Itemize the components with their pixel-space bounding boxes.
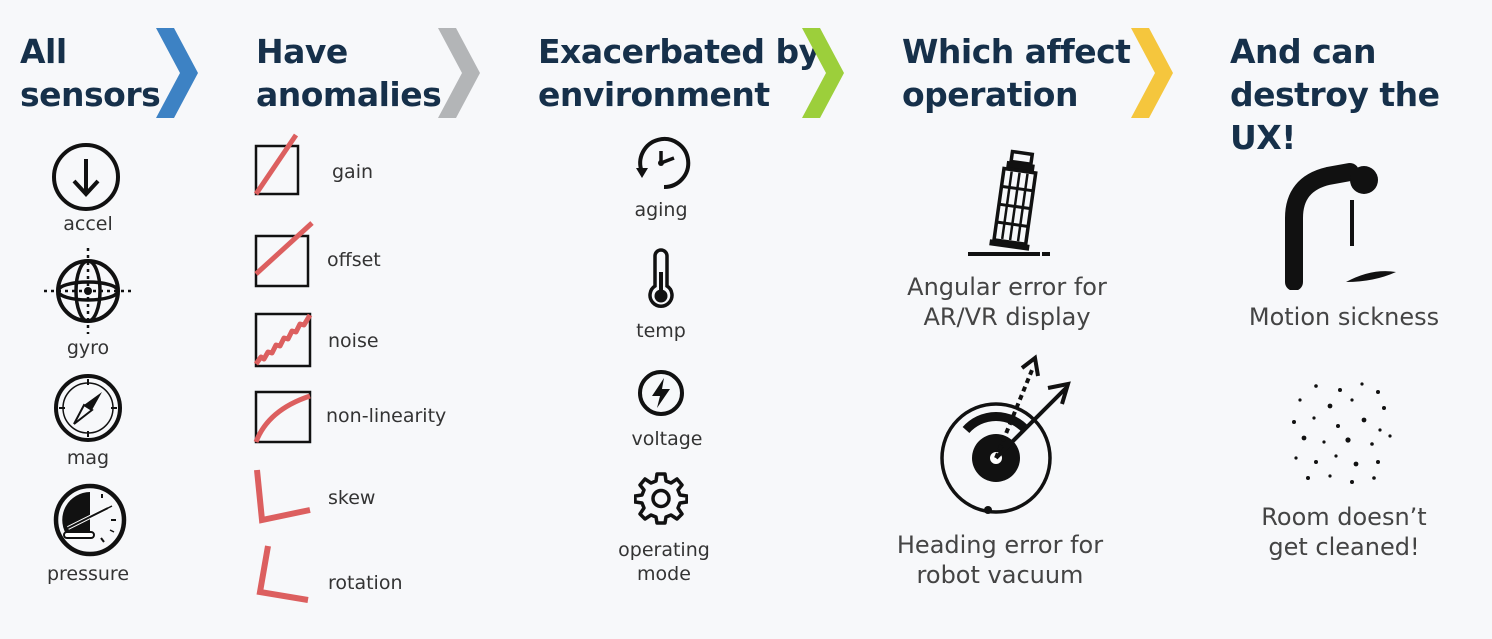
step-5-title: And can destroy the UX! xyxy=(1230,32,1440,157)
environment-label-operating-mode: operating mode xyxy=(618,539,710,585)
operation-label-angular-error: Angular error for AR/VR display xyxy=(907,273,1107,331)
gyroscope-icon xyxy=(44,248,132,334)
sensor-label-pressure: pressure xyxy=(46,563,130,585)
robot-vacuum-icon xyxy=(940,354,1071,514)
offset-graph-icon xyxy=(254,221,314,288)
rotation-axes-icon xyxy=(256,545,309,603)
clock-cycle-icon xyxy=(636,137,691,190)
anomaly-label-gain: gain xyxy=(332,161,374,183)
step-4-title: Which affect operation xyxy=(902,32,1131,114)
operation-label-heading-error: Heading error for robot vacuum xyxy=(896,531,1104,589)
leaning-tower-icon xyxy=(968,149,1050,256)
environment-label-aging: aging xyxy=(634,199,688,221)
step-1-chevron-icon xyxy=(156,28,198,118)
anomaly-label-non-linearity: non-linearity xyxy=(326,405,447,427)
environment-label-temp: temp xyxy=(636,320,686,342)
step-3-title: Exacerbated by environment xyxy=(538,32,820,114)
anomaly-label-rotation: rotation xyxy=(328,572,403,594)
sick-person-icon xyxy=(1285,163,1396,290)
sensor-label-accel: accel xyxy=(63,213,113,235)
down-arrow-circle-icon xyxy=(52,143,120,211)
sensor-label-gyro: gyro xyxy=(66,337,110,359)
anomaly-label-skew: skew xyxy=(328,487,376,509)
ux-label-motion-sickness: Motion sickness xyxy=(1248,303,1440,331)
gear-icon xyxy=(634,472,688,525)
thermometer-icon xyxy=(648,248,674,308)
step-1-title: All sensors xyxy=(20,32,161,114)
step-3-chevron-icon xyxy=(802,28,844,118)
nonlinearity-graph-icon xyxy=(253,390,312,444)
step-2-title: Have anomalies xyxy=(256,32,442,114)
compass-icon xyxy=(54,374,122,442)
lightning-circle-icon xyxy=(638,370,684,416)
ux-label-room-not-cleaned: Room doesn’t get cleaned! xyxy=(1261,503,1427,561)
step-2-chevron-icon xyxy=(438,28,480,118)
anomaly-label-noise: noise xyxy=(328,330,379,352)
noise-graph-icon xyxy=(253,312,313,368)
pressure-gauge-icon xyxy=(53,483,127,557)
sensor-label-mag: mag xyxy=(66,447,110,469)
gain-graph-icon xyxy=(253,133,300,196)
environment-label-voltage: voltage xyxy=(631,428,703,450)
skew-axes-icon xyxy=(254,469,311,524)
dust-icon xyxy=(1292,382,1392,484)
step-4-chevron-icon xyxy=(1131,28,1173,118)
anomaly-label-offset: offset xyxy=(327,249,381,271)
